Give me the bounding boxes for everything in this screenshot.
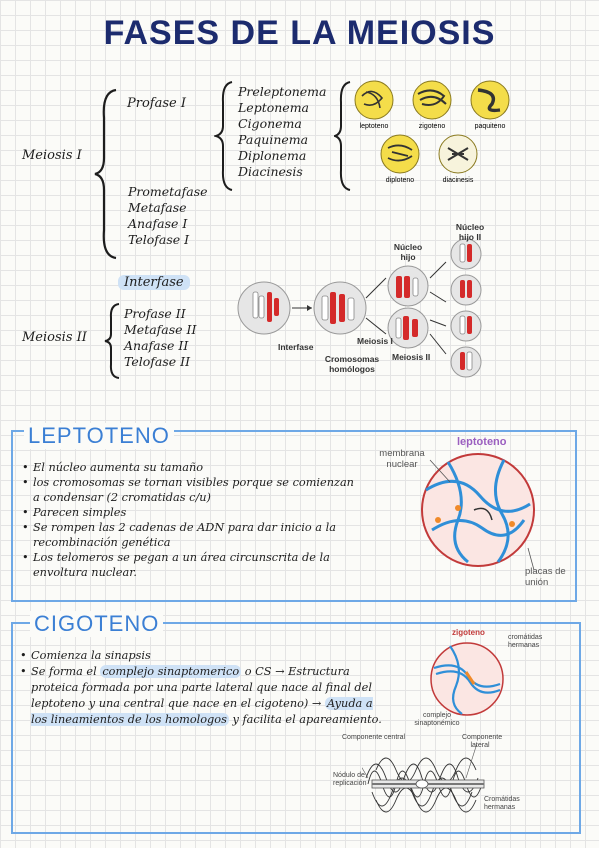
substage-leptonema: Leptonema — [238, 100, 310, 115]
synaptonemal-complex-figure — [362, 744, 485, 813]
diploteno-figure-icon — [380, 134, 420, 174]
leptoteno-box — [11, 430, 577, 602]
diacinesis-figure-icon — [438, 134, 478, 174]
cigoteno-bullet: Se forma el complejo sinaptomerico o CS … — [20, 664, 392, 728]
label-nodulo-de-replicacion: Nódulo de replicación — [333, 772, 367, 787]
meiosis-i-label: Meiosis I — [22, 148, 82, 163]
profase-substages-list: Preleptonema Leptonema Cigonema Paquinem… — [238, 84, 326, 180]
meiosis-ii-stages: Profase II Metafase II Anafase II Telofa… — [124, 306, 196, 370]
meiosis-ii-label: Meiosis II — [22, 330, 87, 345]
stage-profase-ii: Profase II — [124, 306, 186, 321]
zigoteno-figure-icon — [412, 80, 452, 120]
substage-diplonema: Diplonema — [238, 148, 307, 163]
leptoteno-bullets: El núcleo aumenta su tamaño los cromosom… — [22, 460, 364, 580]
figure-label-diploteno: diploteno — [386, 177, 415, 184]
cigoteno-bullet: Comienza la sinapsis — [20, 648, 392, 664]
label-componente-lateral: Componente lateral — [462, 734, 503, 749]
profase-figures-brace — [334, 81, 351, 191]
zigoteno-nucleus-figure — [430, 642, 504, 716]
meiosis-process-diagram — [237, 238, 482, 378]
diagram-label-meiosis-ii: Meiosis II — [392, 352, 431, 362]
label-componente-central: Componente central — [342, 734, 406, 741]
text-run: o CS → Estructura proteica formada por u… — [31, 665, 372, 710]
diagram-label-meiosis-i: Meiosis I — [357, 336, 393, 346]
substage-cigonema: Cigonema — [238, 116, 302, 131]
label-complejo-sinaptonemico: complejo sinaptonémico — [414, 712, 460, 727]
leptoteno-bullet: Parecen simples — [22, 505, 364, 520]
substage-preleptonema: Preleptonema — [238, 84, 327, 99]
figure-label-zigoteno: zigoteno — [419, 123, 446, 130]
leptoteno-pointer-lines — [429, 459, 535, 571]
label-placas-de-union: placas de unión — [525, 566, 566, 588]
stage-telofase-ii: Telofase II — [124, 354, 191, 369]
interfase-label: Interfase — [118, 275, 190, 290]
cigoteno-bullets: Comienza la sinapsis Se forma el complej… — [20, 648, 392, 728]
profase-i-label: Profase I — [127, 96, 186, 111]
stage-anafase-ii: Anafase II — [124, 338, 189, 353]
substage-diacinesis: Diacinesis — [238, 164, 303, 179]
profase-stage-figures: leptoteno zigoteno paquiteno diploteno d… — [354, 80, 510, 184]
page-title: FASES DE LA MEIOSIS — [103, 14, 496, 52]
stage-prometafase: Prometafase — [128, 184, 208, 199]
stage-anafase-i: Anafase I — [128, 216, 188, 231]
figure-label-leptoteno: leptoteno — [360, 123, 389, 130]
highlight-complejo-sinaptomerico: complejo sinaptomerico — [100, 665, 242, 678]
label-membrana-nuclear: membrana nuclear — [379, 448, 425, 470]
label-cromatidas-hermanas-bottom: Cromátidas hermanas — [484, 796, 520, 811]
diagram-label-interfase: Interfase — [278, 342, 314, 352]
text-run: y facilita el apareamiento. — [232, 713, 382, 726]
diagram-label-nucleo-hijo: Núcleo hijo — [393, 242, 423, 262]
leptoteno-figure-title: leptoteno — [457, 436, 507, 448]
zigoteno-figure-title: zigoteno — [452, 628, 485, 637]
diagram-label-cromosomas-homologos: Cromosomas homólogos — [324, 354, 380, 374]
leptoteno-bullet: Los telomeros se pegan a un área circuns… — [22, 550, 364, 580]
substage-paquinema: Paquinema — [238, 132, 309, 147]
figure-label-paquiteno: paquiteno — [475, 123, 506, 130]
profase-substages-brace — [214, 81, 233, 191]
meiosis-i-brace — [94, 88, 117, 260]
label-cromatidas-hermanas-top: cromátidas hermanas — [508, 634, 543, 649]
cigoteno-title: CIGOTENO — [30, 611, 164, 637]
leptoteno-title: LEPTOTENO — [24, 423, 174, 449]
leptoteno-bullet: Se rompen las 2 cadenas de ADN para dar … — [22, 520, 364, 550]
text-run: Se forma el — [31, 665, 97, 678]
paquiteno-figure-icon — [470, 80, 510, 120]
diagram-label-nucleo-hijo-ii: Núcleo hijo II — [455, 222, 485, 242]
leptoteno-bullet: El núcleo aumenta su tamaño — [22, 460, 364, 475]
stage-telofase-i: Telofase I — [128, 232, 190, 247]
stage-metafase: Metafase — [128, 200, 187, 215]
leptoteno-bullet: los cromosomas se tornan visibles porque… — [22, 475, 364, 505]
meiosis-i-later-stages: Prometafase Metafase Anafase I Telofase … — [128, 184, 208, 248]
figure-label-diacinesis: diacinesis — [443, 177, 474, 184]
cigoteno-box — [11, 622, 581, 834]
leptoteno-figure-icon — [354, 80, 394, 120]
stage-metafase-ii: Metafase II — [124, 322, 197, 337]
meiosis-ii-brace — [104, 303, 120, 379]
